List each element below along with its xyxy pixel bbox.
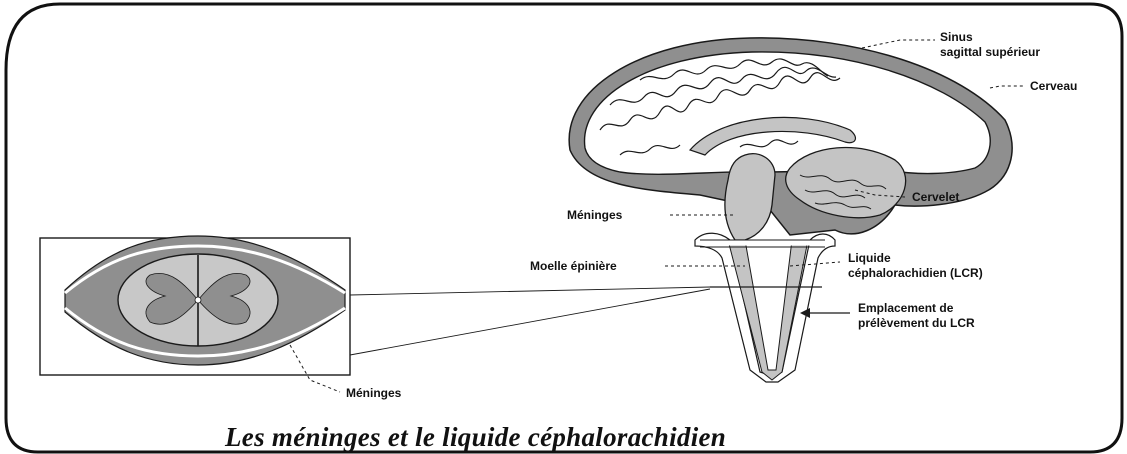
label-emplacement: Emplacement de prélèvement du LCR — [858, 301, 975, 331]
label-meninges-spine: Méninges — [567, 208, 622, 223]
label-liquide: Liquide céphalorachidien (LCR) — [848, 251, 983, 281]
label-cervelet: Cervelet — [912, 190, 959, 205]
label-moelle: Moelle épinière — [530, 259, 617, 274]
cross-section-inset — [40, 236, 350, 375]
brain-illustration — [569, 38, 1012, 240]
label-meninges-section: Méninges — [346, 386, 401, 401]
frame-border — [6, 4, 1122, 452]
label-cerveau: Cerveau — [1030, 79, 1077, 94]
spinal-canal — [695, 233, 835, 382]
diagram-caption: Les méninges et le liquide céphalorachid… — [225, 422, 1045, 453]
brainstem — [725, 154, 775, 240]
label-sinus: Sinus sagittal supérieur — [940, 30, 1040, 60]
